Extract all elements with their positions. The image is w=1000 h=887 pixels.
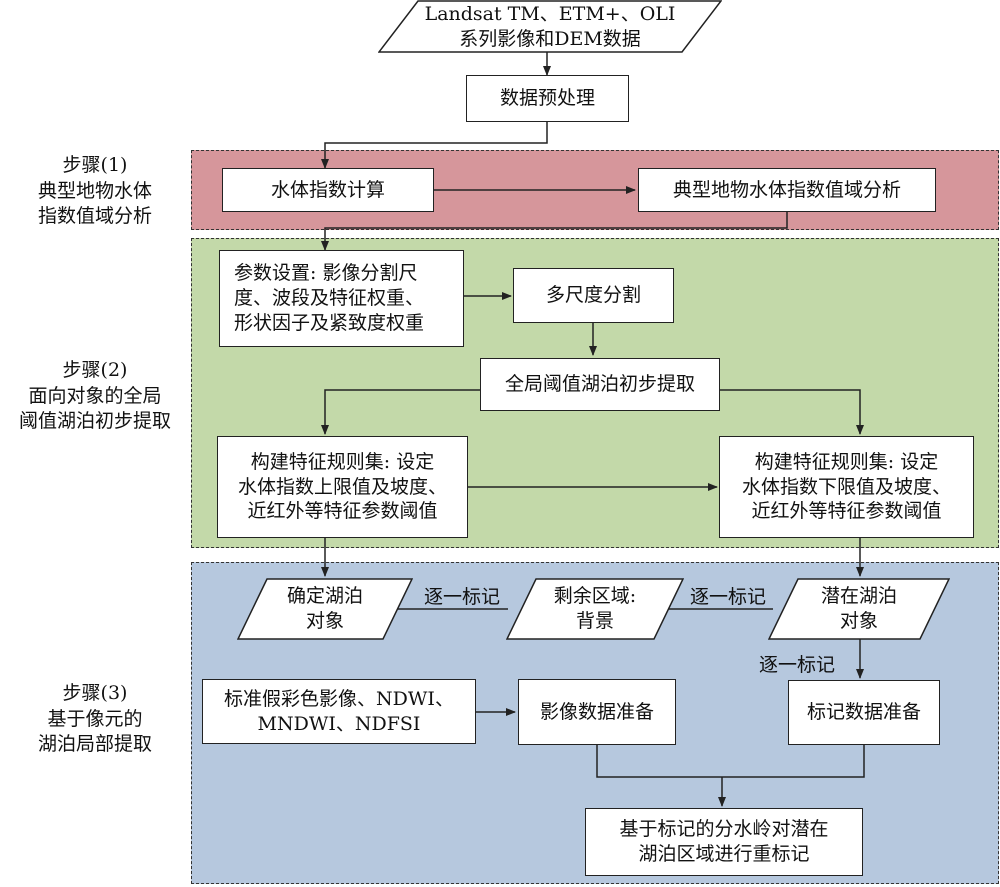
remaining-area-label: 剩余区域: 背景 (553, 585, 637, 632)
water-index-range-box: 典型地物水体指数值域分析 (638, 168, 936, 212)
step2-label: 步骤(2) 面向对象的全局 阈值湖泊初步提取 (18, 359, 171, 433)
edge-label-mark-left: 逐一标记 (424, 586, 501, 608)
edge-label-mark-down: 逐一标记 (759, 654, 836, 676)
confirmed-lake-parallelogram: 确定湖泊 对象 (237, 578, 413, 640)
parallelogram-shape (237, 578, 413, 640)
watershed-box: 基于标记的分水岭对潜在 湖泊区域进行重标记 (585, 808, 863, 876)
step1-label: 步骤(1) 典型地物水体 指数值域分析 (37, 154, 152, 228)
image-prep-box: 影像数据准备 (518, 679, 676, 745)
multiscale-seg-box: 多尺度分割 (513, 268, 674, 323)
image-sources-box: 标准假彩色影像、NDWI、 MNDWI、NDFSI (202, 679, 476, 744)
water-index-calc-box: 水体指数计算 (222, 168, 434, 212)
confirmed-lake-label: 确定湖泊 对象 (286, 585, 363, 632)
ruleset-upper-box: 构建特征规则集: 设定 水体指数上限值及坡度、 近红外等特征参数阈值 (217, 436, 468, 538)
parallelogram-shape (768, 578, 950, 640)
parallelogram-shape (378, 0, 722, 53)
potential-lake-label: 潜在湖泊 对象 (820, 585, 897, 632)
preprocess-box: 数据预处理 (466, 75, 629, 122)
parallelogram-shape (506, 578, 684, 640)
input-data-parallelogram: Landsat TM、ETM+、OLI 系列影像和DEM数据 (378, 0, 722, 53)
step3-label: 步骤(3) 基于像元的 湖泊局部提取 (37, 682, 152, 756)
edge-label-mark-right: 逐一标记 (690, 586, 767, 608)
potential-lake-parallelogram: 潜在湖泊 对象 (768, 578, 950, 640)
global-threshold-box: 全局阈值湖泊初步提取 (480, 358, 720, 411)
ruleset-lower-box: 构建特征规则集: 设定 水体指数下限值及坡度、 近红外等特征参数阈值 (719, 436, 974, 538)
input-data-label: Landsat TM、ETM+、OLI 系列影像和DEM数据 (424, 2, 676, 50)
remaining-area-parallelogram: 剩余区域: 背景 (506, 578, 684, 640)
marker-prep-box: 标记数据准备 (788, 680, 940, 745)
param-setting-box: 参数设置: 影像分割尺 度、波段及特征权重、 形状因子及紧致度权重 (219, 250, 464, 347)
